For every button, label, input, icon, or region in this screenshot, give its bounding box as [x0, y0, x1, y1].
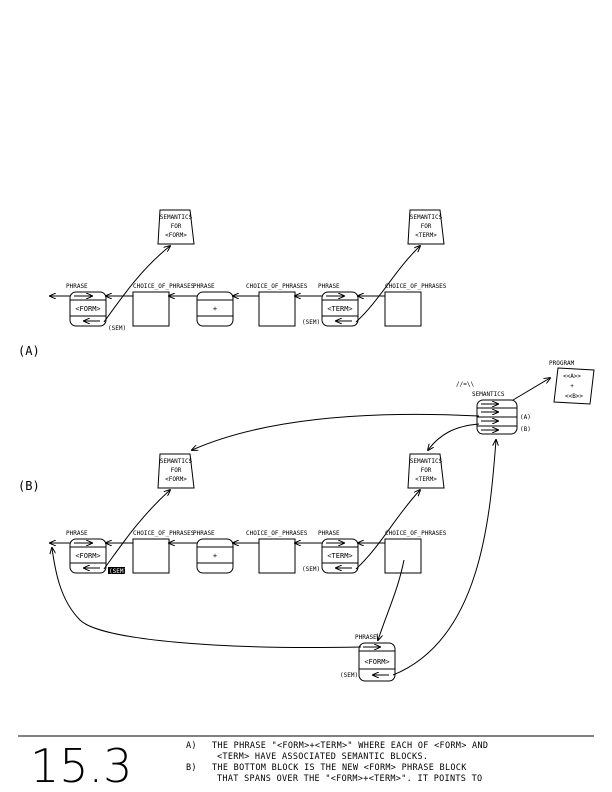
- semantic-link: [428, 423, 480, 450]
- sem-line-1: SEMANTICS: [410, 214, 443, 221]
- choice-label: CHOICE_OF_PHRASES: [385, 283, 447, 290]
- sem-line-3: <TERM>: [415, 232, 437, 239]
- plus-label: +: [213, 305, 217, 313]
- semantic-link: [355, 490, 420, 570]
- semantics-shape: [157, 209, 195, 245]
- caption-a-line-1: THE PHRASE "<FORM>+<TERM>" WHERE EACH OF…: [212, 741, 488, 751]
- caption-marker-b: B): [186, 763, 197, 773]
- sem-line-2: FOR: [171, 223, 182, 230]
- term-label: <TERM>: [327, 552, 352, 560]
- sem-line-1: SEMANTICS: [160, 214, 193, 221]
- program-line: +: [570, 383, 574, 390]
- choice-block: [132, 538, 170, 574]
- semantic-link: [355, 246, 420, 323]
- choice-to-bottom-link: [378, 559, 405, 640]
- semantics-shape: [407, 209, 445, 245]
- program-block: [553, 367, 595, 405]
- choice-label: CHOICE_OF_PHRASES: [246, 283, 308, 290]
- caption-a-line-2: <TERM> HAVE ASSOCIATED SEMANTIC BLOCKS.: [217, 752, 428, 762]
- sem-line-2: FOR: [421, 223, 432, 230]
- phrase-label: PHRASE: [318, 283, 340, 290]
- program-label: PROGRAM: [549, 360, 575, 367]
- b-tag: (B): [520, 426, 531, 433]
- sem-line-3: <FORM>: [165, 232, 187, 239]
- part-b-label: (B): [18, 479, 40, 493]
- choice-block: [384, 291, 422, 327]
- phrase-label: PHRASE: [318, 530, 340, 537]
- semantic-link: [103, 490, 170, 570]
- sem-tag-highlight: [108, 567, 125, 574]
- figure-number: 15.3: [30, 739, 132, 792]
- sem-tag: (SEM): [302, 566, 320, 573]
- bottom-to-left-link: [52, 548, 362, 649]
- phrase-block-bottom: [358, 642, 396, 682]
- a-tag: (A): [520, 414, 531, 421]
- part-a-label: (A): [18, 344, 40, 358]
- part-b-diagram: PROGRAM <<A>> + <<B>> //=\\ SEMANTICS (A…: [18, 360, 595, 682]
- choice-label: CHOICE_OF_PHRASES: [133, 530, 195, 537]
- semantics-block-term-a: SEMANTICS FOR <TERM>: [407, 209, 445, 245]
- sem-tag: (SEM): [302, 319, 320, 326]
- choice-block: [384, 538, 422, 574]
- phrase-label: PHRASE: [193, 530, 215, 537]
- phrase-label: PHRASE: [66, 283, 88, 290]
- phrase-label: PHRASE: [355, 634, 377, 641]
- sem-tag: (SEM): [109, 568, 127, 575]
- semantic-link: [103, 246, 170, 323]
- semantic-link: [192, 413, 480, 450]
- program-line: <<A>>: [563, 373, 581, 380]
- part-a-diagram: SEMANTICS FOR <FORM> SEMANTICS FOR <TERM…: [18, 209, 447, 358]
- choice-label: CHOICE_OF_PHRASES: [133, 283, 195, 290]
- sem-line-1: SEMANTICS: [410, 458, 443, 465]
- caption: 15.3 A) THE PHRASE "<FORM>+<TERM>" WHERE…: [18, 735, 594, 792]
- sem-line-2: FOR: [171, 467, 182, 474]
- phrase-label: PHRASE: [66, 530, 88, 537]
- sem-line-3: <FORM>: [165, 476, 187, 483]
- choice-block: [132, 291, 170, 327]
- choice-block: [258, 538, 296, 574]
- form-label: <FORM>: [75, 552, 100, 560]
- choice-label: CHOICE_OF_PHRASES: [385, 530, 447, 537]
- term-label: <TERM>: [327, 305, 352, 313]
- semantics-shape: [157, 453, 195, 489]
- caption-b-line-2: THAT SPANS OVER THE "<FORM>+<TERM>". IT …: [217, 774, 482, 784]
- phrase-label: PHRASE: [193, 283, 215, 290]
- semantics-block-form-a: SEMANTICS FOR <FORM>: [157, 209, 195, 245]
- choice-block: [258, 291, 296, 327]
- caption-b-line-1: THE BOTTOM BLOCK IS THE NEW <FORM> PHRAS…: [212, 763, 467, 773]
- plus-label: +: [213, 552, 217, 560]
- sem-line-3: <TERM>: [415, 476, 437, 483]
- semantics-block-form-b: SEMANTICS FOR <FORM>: [157, 453, 195, 489]
- choice-label: CHOICE_OF_PHRASES: [246, 530, 308, 537]
- sem-tag: (SEM): [340, 672, 358, 679]
- semantics-label: SEMANTICS: [472, 391, 505, 398]
- slash-label: //=\\: [456, 381, 474, 388]
- sem-line-1: SEMANTICS: [160, 458, 193, 465]
- program-line: <<B>>: [565, 393, 583, 400]
- sem-tag: (SEM): [108, 325, 126, 332]
- to-program-arrow: [512, 378, 550, 401]
- form-label: <FORM>: [364, 658, 389, 666]
- form-label: <FORM>: [75, 305, 100, 313]
- bottom-to-semantics-link: [392, 440, 496, 676]
- semantics-shape: [407, 453, 445, 489]
- sem-line-2: FOR: [421, 467, 432, 474]
- semantics-block-term-b: SEMANTICS FOR <TERM>: [407, 453, 445, 489]
- caption-marker-a: A): [186, 741, 197, 751]
